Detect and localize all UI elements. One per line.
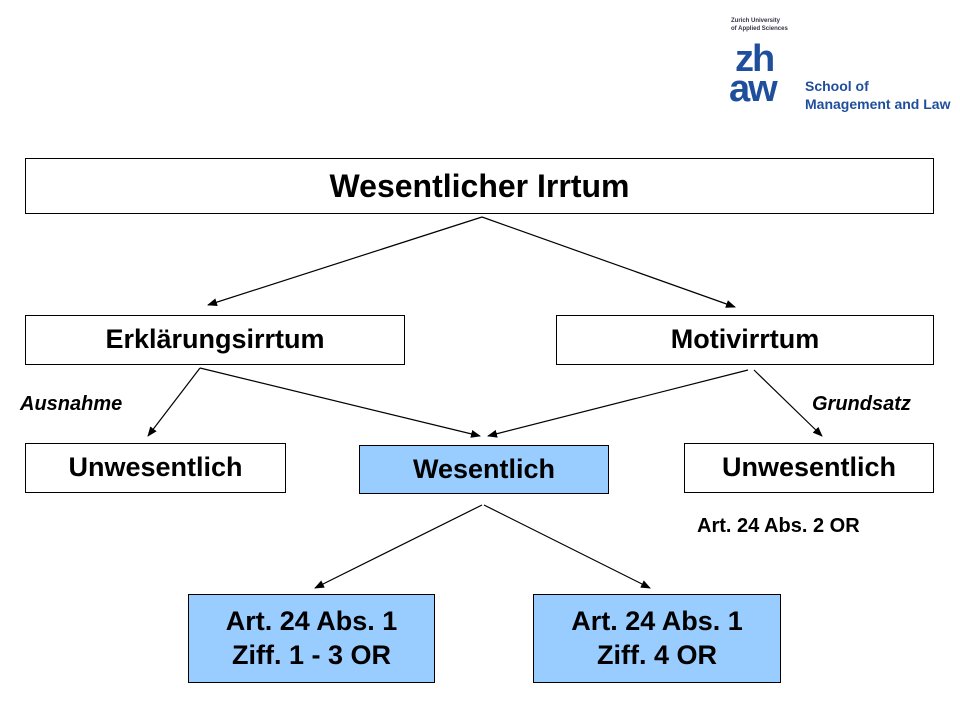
arrow-motiv-to-unwesentlich	[753, 369, 823, 437]
node-erklaerungsirrtum: Erklärungsirrtum	[25, 315, 405, 365]
university-name: Zurich University of Applied Sciences	[731, 18, 788, 33]
arrow-wesentlich-to-art-left	[314, 504, 483, 589]
node-unwesentlich-right: Unwesentlich	[684, 443, 934, 493]
node-motivirrtum-label: Motivirrtum	[670, 324, 820, 355]
arrow-root-to-motiv	[481, 216, 736, 308]
node-art-24-ziff-4: Art. 24 Abs. 1 Ziff. 4 OR	[533, 594, 781, 683]
label-grundsatz: Grundsatz	[812, 393, 911, 415]
school-line-1: School of	[805, 78, 869, 94]
school-name: School of Management and Law	[805, 78, 950, 113]
node-unwesentlich-right-label: Unwesentlich	[721, 452, 897, 483]
node-art-left-line-1: Art. 24 Abs. 1	[225, 605, 398, 636]
label-ausnahme: Ausnahme	[20, 393, 123, 415]
logo-mark-bottom: aw	[729, 68, 778, 110]
logo-mark-top: zh	[735, 38, 775, 80]
label-art-24-abs-2: Art. 24 Abs. 2 OR	[697, 515, 860, 537]
arrow-root-to-erklaerung	[207, 216, 483, 307]
node-unwesentlich-left: Unwesentlich	[25, 443, 286, 493]
university-line-1: Zurich University	[731, 18, 781, 24]
node-art-24-ziff-1-3: Art. 24 Abs. 1 Ziff. 1 - 3 OR	[188, 594, 435, 683]
node-art-left-line-2: Ziff. 1 - 3 OR	[231, 639, 391, 670]
node-wesentlich-label: Wesentlich	[412, 453, 556, 484]
node-erklaerungsirrtum-label: Erklärungsirrtum	[105, 324, 325, 355]
arrow-wesentlich-to-art-right	[483, 504, 651, 589]
university-line-2: of Applied Sciences	[731, 25, 788, 32]
arrow-erklaerung-to-unwesentlich	[147, 367, 201, 437]
node-art-right-line-1: Art. 24 Abs. 1	[571, 605, 743, 636]
node-wesentlicher-irrtum-label: Wesentlicher Irrtum	[329, 168, 630, 204]
zhaw-logo: Zurich University of Applied Sciences zh…	[727, 18, 950, 112]
school-line-2: Management and Law	[805, 95, 951, 112]
arrow-erklaerung-to-wesentlich	[199, 367, 481, 438]
arrow-motiv-to-wesentlich	[487, 369, 749, 438]
node-art-right-line-2: Ziff. 4 OR	[597, 639, 717, 670]
node-unwesentlich-left-label: Unwesentlich	[68, 452, 243, 483]
node-wesentlicher-irrtum: Wesentlicher Irrtum	[25, 158, 934, 214]
node-motivirrtum: Motivirrtum	[556, 315, 934, 365]
node-wesentlich: Wesentlich	[359, 445, 609, 494]
